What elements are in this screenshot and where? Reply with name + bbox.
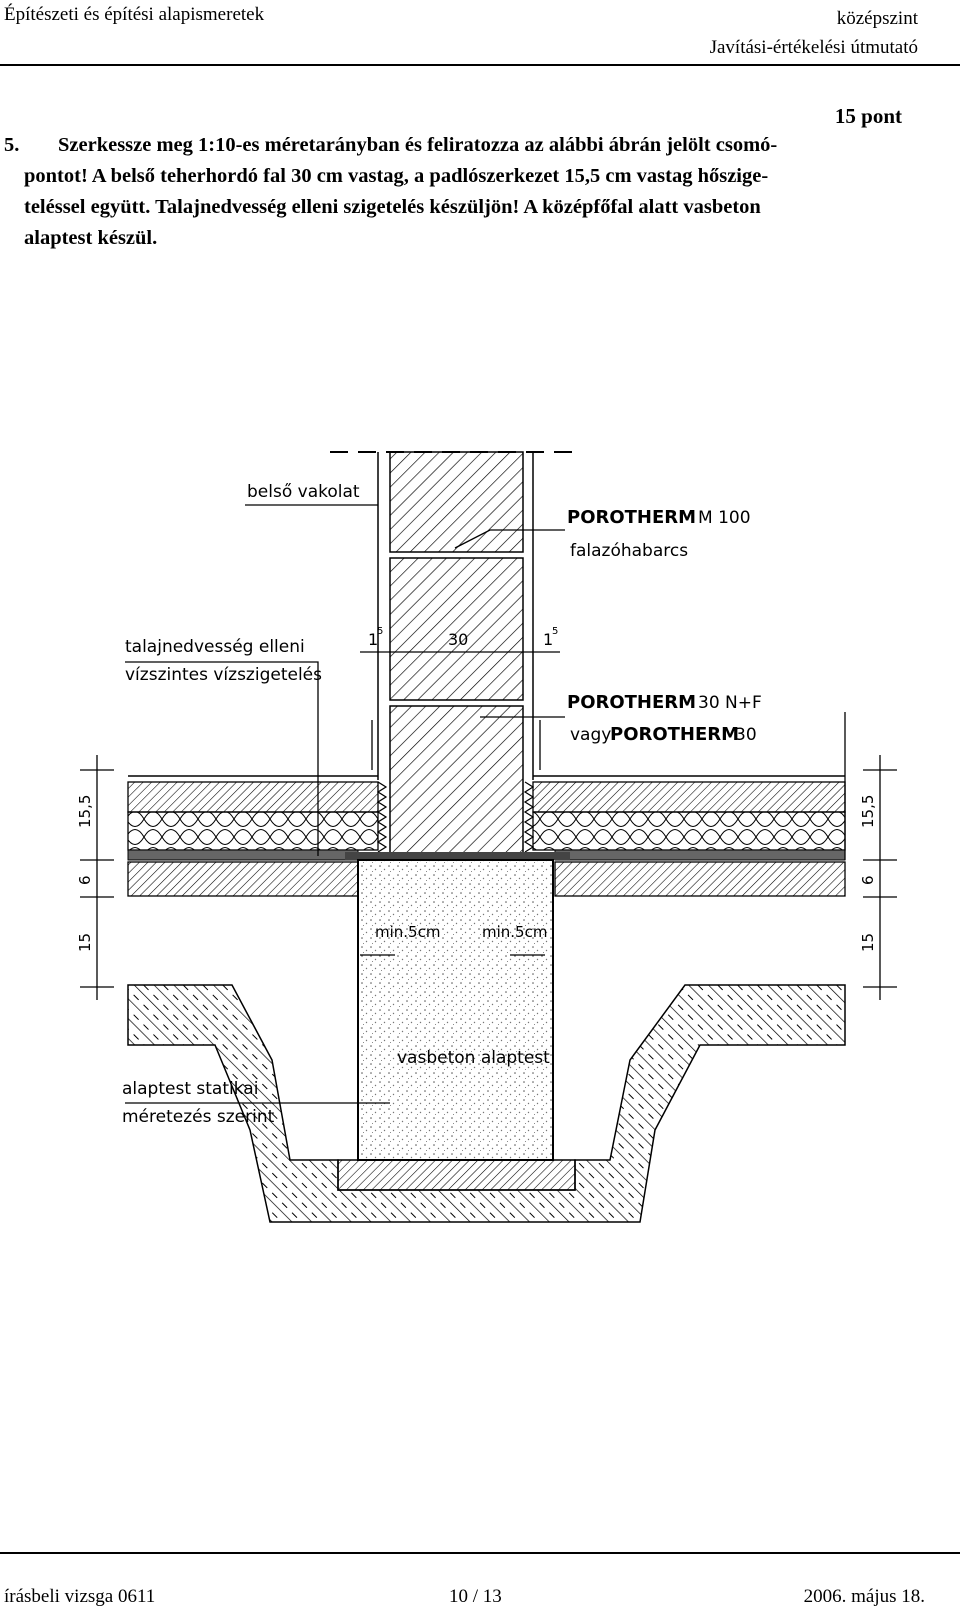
task-line-1: Szerkessze meg 1:10-es méretarányban és …: [58, 134, 778, 156]
label-mortar: falazóhabarcs: [570, 541, 688, 561]
construction-detail-drawing: belső vakolat POROTHERM M 100 falazóhaba…: [76, 451, 897, 1223]
footer-page: 10 / 13: [449, 1586, 502, 1607]
header-level: középszint: [836, 8, 918, 29]
task-line-4: alaptest készül.: [24, 227, 158, 249]
edge-strip-right: [523, 781, 535, 853]
label-brand-2: POROTHERM: [567, 692, 696, 713]
dim-render-right: 1: [543, 630, 553, 649]
label-brand-2-suffix: 30 N+F: [698, 693, 762, 713]
dimension-lines: [80, 651, 897, 1000]
header-subject: Építészeti és építési alapismeretek: [4, 4, 265, 25]
dim-sub-left: 6: [76, 875, 94, 885]
dim-render-left: 1: [368, 630, 378, 649]
task-line-3: teléssel együtt. Talajnedvesség elleni s…: [24, 196, 761, 218]
label-brand-3: POROTHERM: [610, 724, 739, 745]
task-points: 15 pont: [834, 104, 902, 128]
soil-section: [127, 984, 846, 1223]
footer-date: 2006. május 18.: [803, 1586, 925, 1607]
dim-gravel-right: 15: [859, 933, 877, 952]
task-line-2: pontot! A belső teherhordó fal 30 cm vas…: [24, 165, 769, 187]
wall-blocks: [389, 451, 524, 855]
dim-floor-right: 15,5: [859, 795, 877, 828]
dim-render-right-sup: 5: [552, 626, 558, 637]
label-moisture-2: vízszintes vízszigetelés: [125, 665, 322, 685]
edge-strip-left: [376, 781, 388, 853]
label-min-left: min.5cm: [375, 923, 440, 941]
header-right: középszint Javítási-értékelési útmutató: [710, 4, 918, 62]
floor-right: [532, 775, 846, 897]
label-footing: vasbeton alaptest: [397, 1048, 550, 1068]
dim-gravel-left: 15: [76, 933, 94, 952]
floor-left: [127, 775, 379, 897]
label-brand-1: POROTHERM: [567, 507, 696, 528]
label-brand-1-suffix: M 100: [698, 508, 751, 528]
header-rule: [0, 64, 960, 66]
label-moisture-1: talajnedvesség elleni: [125, 637, 305, 657]
dim-wall: 30: [448, 630, 468, 649]
dim-sub-right: 6: [859, 875, 877, 885]
damp-proof-membrane: [345, 852, 570, 860]
label-plaster: belső vakolat: [247, 482, 360, 502]
label-min-right: min.5cm: [482, 923, 547, 941]
dim-floor-left: 15,5: [76, 795, 94, 828]
leader-lines: [125, 504, 846, 1104]
label-or: vagy: [570, 725, 611, 745]
footer-rule: [0, 1552, 960, 1554]
blinding-layer: [337, 1159, 576, 1191]
dim-render-left-sup: 5: [377, 626, 383, 637]
reinforced-footing: [357, 859, 554, 1161]
label-statics-1: alaptest statikai: [122, 1079, 258, 1099]
label-statics-2: méretezés szerint: [122, 1107, 275, 1127]
footer-exam: írásbeli vizsga 0611: [4, 1586, 156, 1607]
task-number: 5.: [4, 134, 20, 156]
label-brand-3-suffix: 30: [735, 725, 757, 745]
header-guide: Javítási-értékelési útmutató: [709, 37, 918, 58]
task-text: 5. Szerkessze meg 1:10-es méretarányban é…: [4, 130, 924, 254]
